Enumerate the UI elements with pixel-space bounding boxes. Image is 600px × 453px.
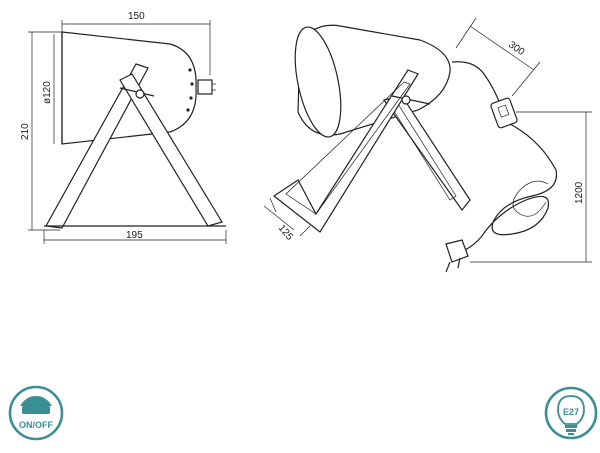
back-leg xyxy=(119,73,223,227)
perspective-view: 125 300 1200 xyxy=(263,17,592,273)
e27-badge: E27 xyxy=(544,386,598,440)
dim-base-depth: 125 xyxy=(276,223,295,243)
light-bulb-icon xyxy=(557,395,585,435)
cable-to-switch xyxy=(451,61,501,105)
on-off-badge: ON/OFF xyxy=(8,385,64,441)
rocker-switch-icon xyxy=(20,396,52,414)
tilt-knob xyxy=(135,89,145,99)
dim-cable-switch: 300 xyxy=(506,39,526,58)
cable-to-plug xyxy=(457,123,558,253)
power-plug xyxy=(445,239,469,263)
side-view: 150 210 ø120 195 xyxy=(20,11,227,244)
cable-socket xyxy=(197,79,213,95)
dim-cable-total: 1200 xyxy=(574,181,585,204)
inline-switch xyxy=(490,97,518,129)
badge-bulb-label: E27 xyxy=(563,407,579,417)
badge-switch-label: ON/OFF xyxy=(19,420,53,430)
dim-width-top: 150 xyxy=(128,11,145,22)
dim-width-bottom: 195 xyxy=(126,230,143,241)
front-leg xyxy=(45,63,149,229)
dim-height-left: 210 xyxy=(20,123,31,140)
dim-diameter: ø120 xyxy=(42,81,53,104)
